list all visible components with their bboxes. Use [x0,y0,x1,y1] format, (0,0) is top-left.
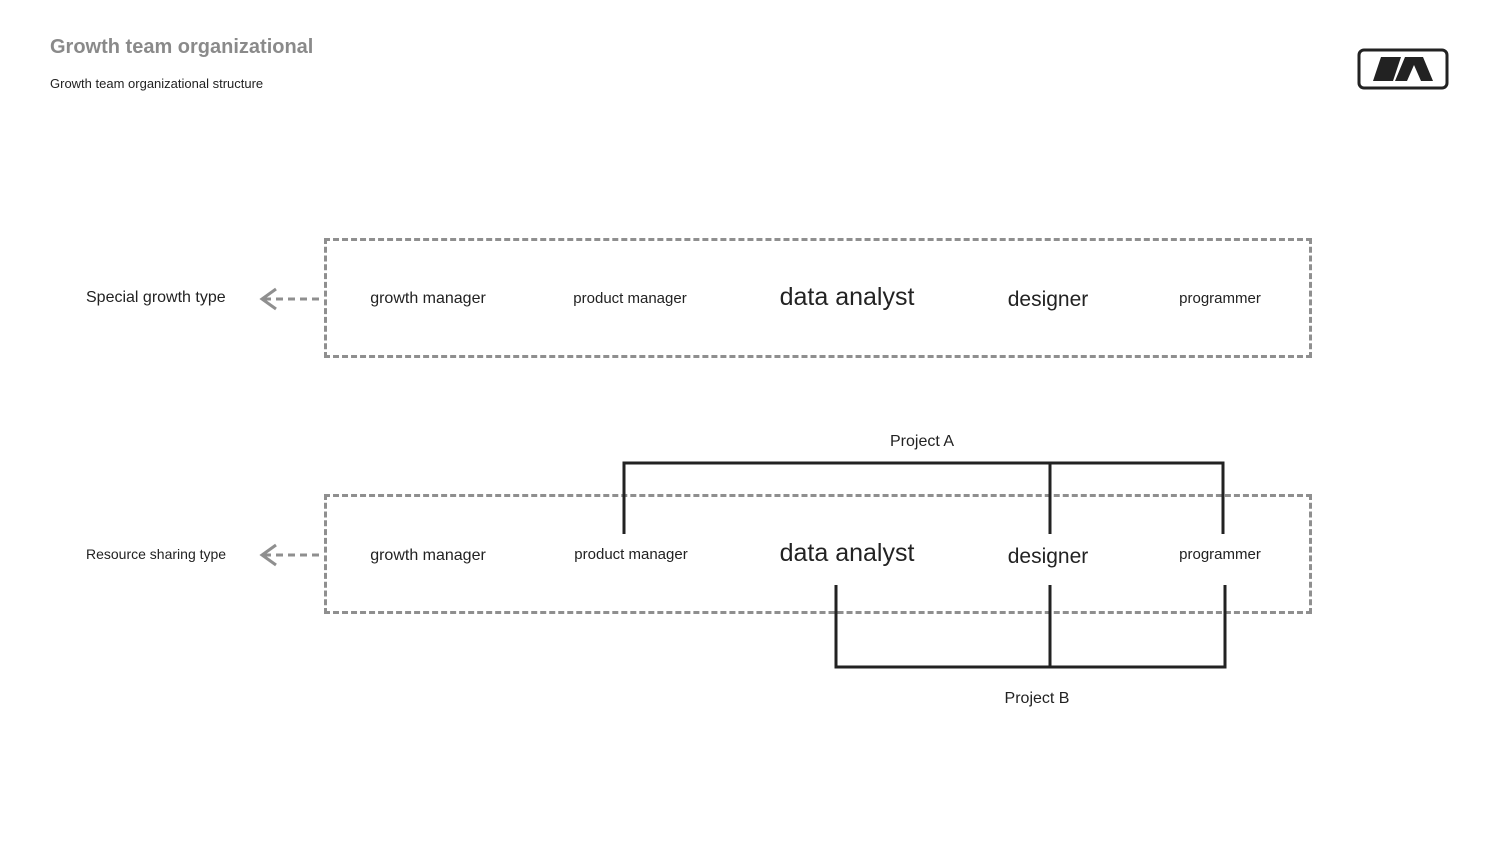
role-data-analyst: data analyst [779,283,915,311]
dashed-arrow-left-icon [259,287,324,311]
role-designer: designer [1007,545,1089,568]
role-programmer: programmer [1179,546,1261,563]
role-data-analyst: data analyst [779,539,915,567]
role-product-manager: product manager [574,546,688,563]
role-designer: designer [1007,288,1089,311]
special-growth-team-box [324,238,1312,358]
role-growth-manager: growth manager [370,290,486,307]
project-b-label: Project B [1004,690,1070,707]
role-programmer: programmer [1179,290,1261,307]
logo-icon [1357,48,1449,90]
project-a-label: Project A [889,433,955,450]
role-growth-manager: growth manager [370,547,486,564]
resource-sharing-type-label: Resource sharing type [86,546,227,562]
role-product-manager: product manager [573,290,687,307]
special-growth-type-label: Special growth type [86,289,226,306]
page-subtitle: Growth team organizational structure [50,76,264,91]
page-title: Growth team organizational [50,36,314,58]
dashed-arrow-left-icon [259,543,324,567]
